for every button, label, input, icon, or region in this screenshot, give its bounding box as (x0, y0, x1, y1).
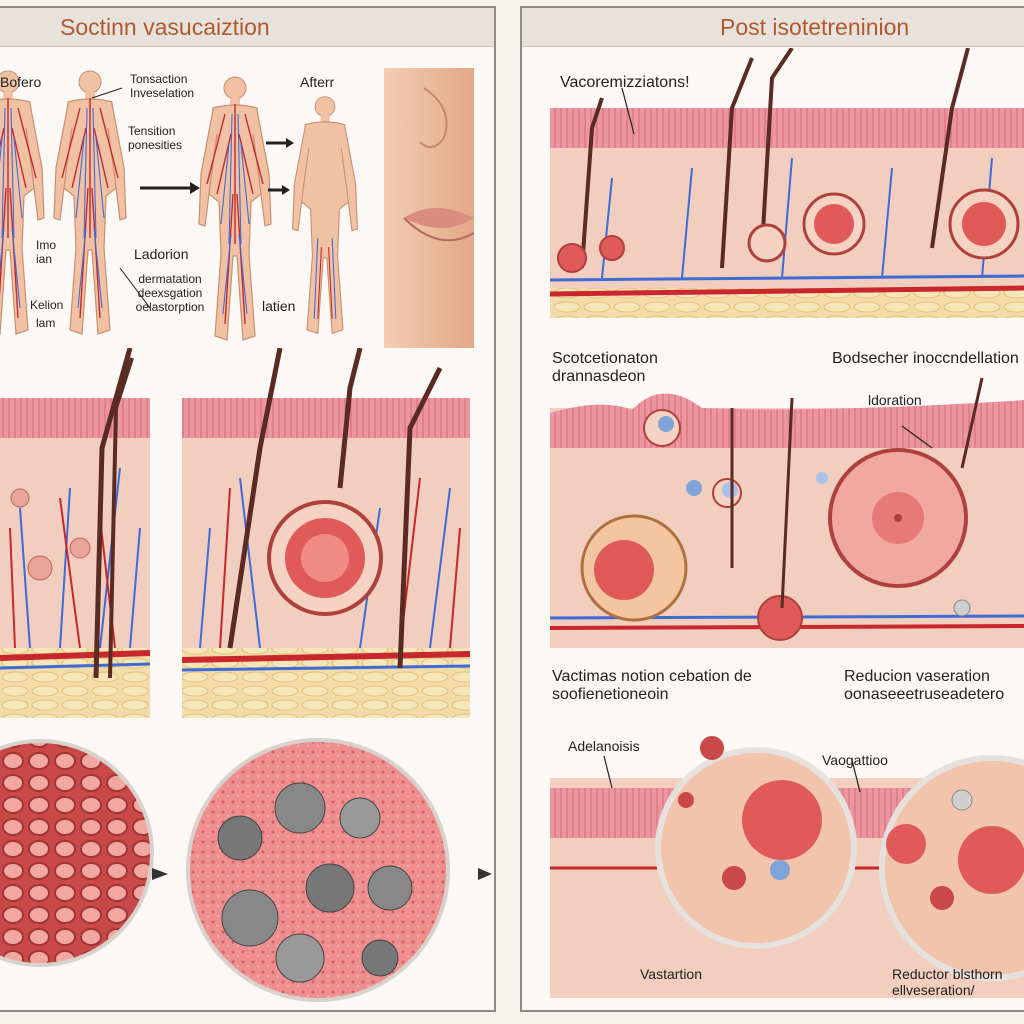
microscopy-after (186, 738, 450, 1002)
label-lan: lam (36, 316, 56, 330)
label-lation: latien (262, 298, 296, 314)
arrow-right-icon (268, 185, 290, 195)
left-panel: Soctinn vasucaiztion (0, 6, 496, 1012)
hair-follicle-icon (93, 348, 134, 679)
label-vactimas: Vactimas notion cebation de soofienetion… (552, 668, 752, 703)
microscopy-views (0, 738, 492, 1002)
microscopy-before (0, 739, 154, 967)
cell-icon (828, 448, 968, 588)
label-keton: Kelion (30, 298, 64, 312)
right-panel: Post isotetreninion (520, 6, 1024, 1012)
label-vastartion: Vastartion (640, 966, 702, 982)
human-figure-icon (53, 70, 127, 335)
human-figure-icon (292, 96, 358, 334)
cell-icon (655, 736, 857, 949)
face-closeup (384, 68, 474, 348)
cell-icon (879, 755, 1024, 981)
cell-icon (580, 514, 688, 622)
label-before: Bofero (0, 74, 42, 90)
human-figure-icon (0, 70, 45, 335)
label-vaogattioo: Vaogattioo (822, 752, 888, 768)
label-dermatation: dermatation deexsgation oelastorption (135, 272, 205, 314)
label-after: Afterr (300, 74, 335, 90)
cross-section-middle (549, 377, 1024, 648)
skin-cross-sections (0, 348, 471, 718)
label-tensition: Tensition ponesities (128, 124, 183, 152)
label-imo: Imo ian (36, 238, 57, 266)
label-reducion: Reducion vaseration oonaseeetruseadetero (844, 668, 1005, 703)
cross-section-bottom (550, 736, 1024, 998)
skin-block-after (181, 348, 471, 718)
skin-block-before (0, 348, 151, 718)
arrow-right-icon (140, 182, 200, 194)
right-title: Post isotetreninion (720, 14, 910, 40)
right-diagram (549, 48, 1024, 998)
cell-icon (267, 500, 383, 616)
arrow-right-icon (478, 868, 492, 880)
label-vacorem: Vacoremizziatons! (560, 74, 690, 91)
label-scotcet: Scotcetionaton drannasdeon (552, 350, 658, 385)
label-laderion: Ladorion (134, 246, 189, 262)
label-tenstation: Tonsaction Inveselation (130, 72, 195, 100)
arrow-right-icon (266, 138, 294, 148)
cross-section-top (549, 48, 1024, 318)
human-figures (0, 70, 358, 341)
left-title: Soctinn vasucaiztion (60, 14, 270, 40)
hair-follicle-icon (580, 48, 970, 269)
label-adelanoisis: Adelanoisis (568, 738, 640, 754)
label-reductor: Reductor blsthorn ellveseration/ (892, 966, 1003, 998)
label-bodsecher: Bodsecher inoccndellation (832, 350, 1019, 367)
arrow-right-icon (152, 868, 168, 880)
left-header: Soctinn vasucaiztion (0, 8, 494, 47)
label-ldoration: ldoration (868, 392, 922, 408)
right-header: Post isotetreninion (522, 8, 1024, 47)
hair-follicle-icon (227, 348, 443, 669)
